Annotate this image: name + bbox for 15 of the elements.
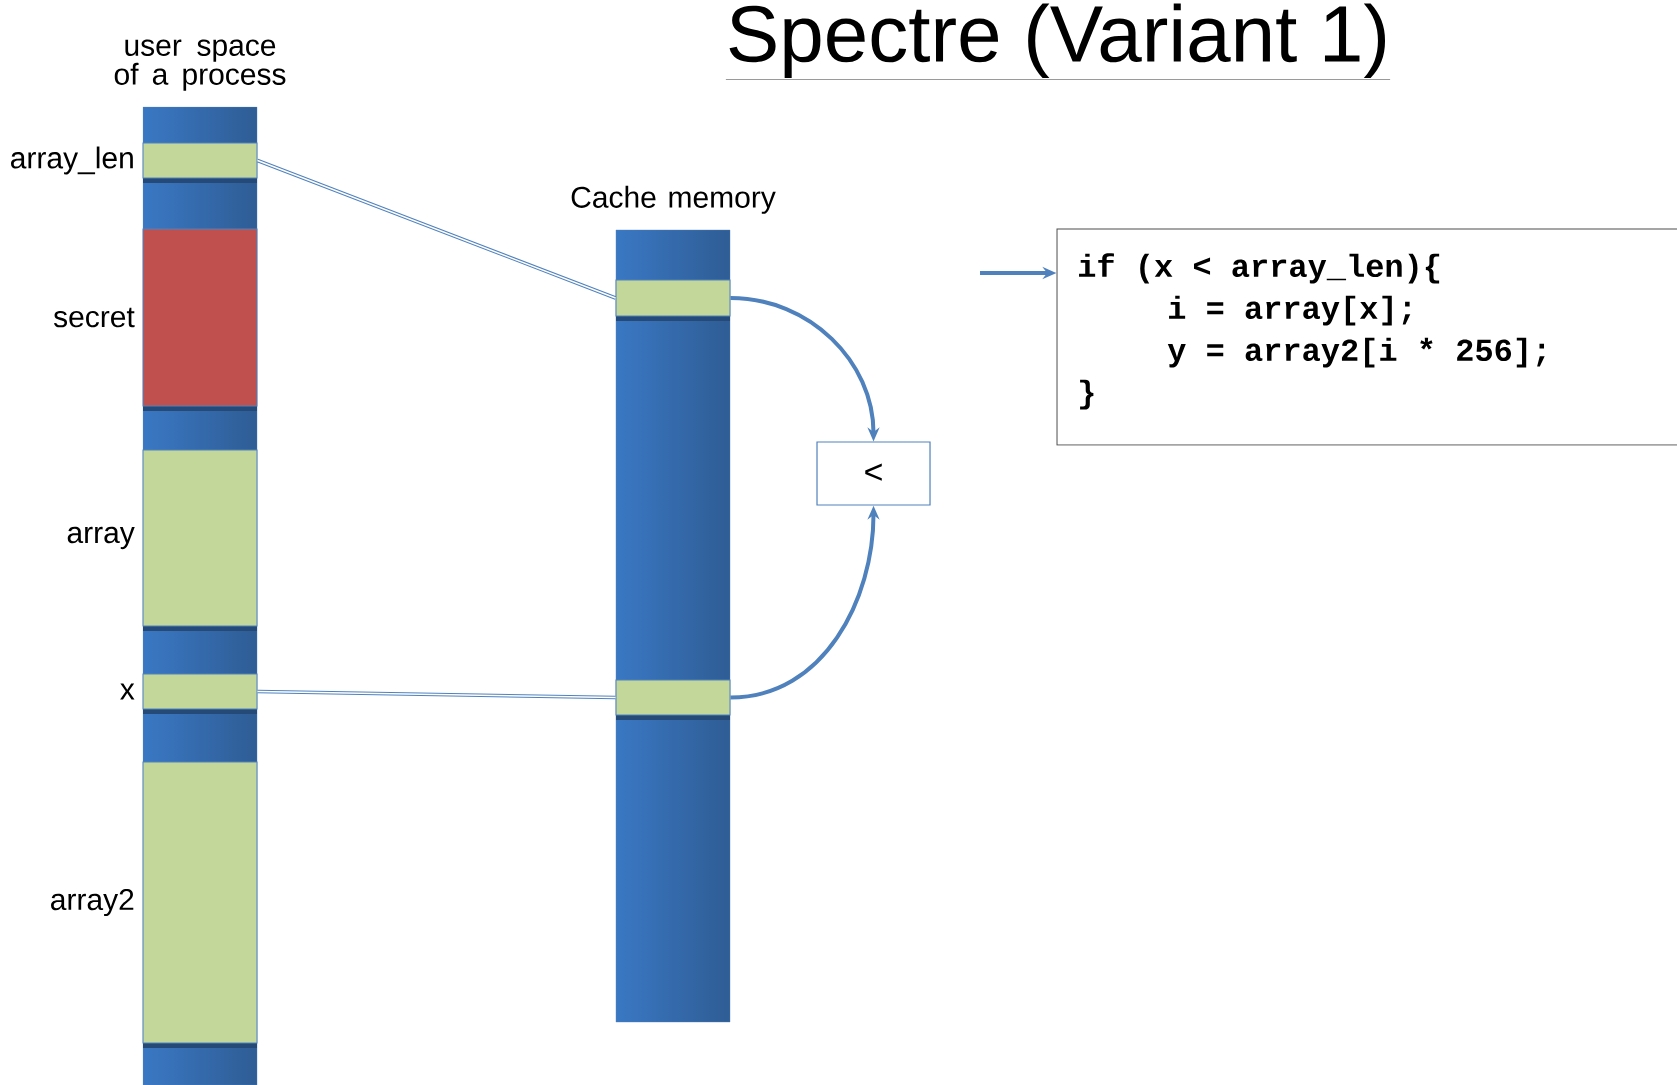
comparator-box: < bbox=[816, 441, 931, 506]
memory-column: Cache memory bbox=[571, 185, 776, 1023]
block-label: array2 bbox=[51, 888, 134, 917]
block-label: secret bbox=[53, 307, 135, 328]
title: Spectre (Variant 1) bbox=[725, 3, 1391, 80]
node-label: user space of a process bbox=[114, 39, 286, 91]
memory-block bbox=[615, 679, 731, 720]
block-label: array_len bbox=[11, 146, 133, 175]
node-label: Cache memory bbox=[571, 185, 776, 214]
connector-line bbox=[256, 689, 617, 700]
connector-line bbox=[256, 158, 617, 300]
block-label: array bbox=[67, 526, 135, 550]
code-box: if (x < array_len){ i = array[x]; y = array2[i * 256]; } bbox=[1056, 228, 1677, 446]
memory-block bbox=[615, 279, 731, 321]
block-label: x bbox=[120, 683, 135, 700]
